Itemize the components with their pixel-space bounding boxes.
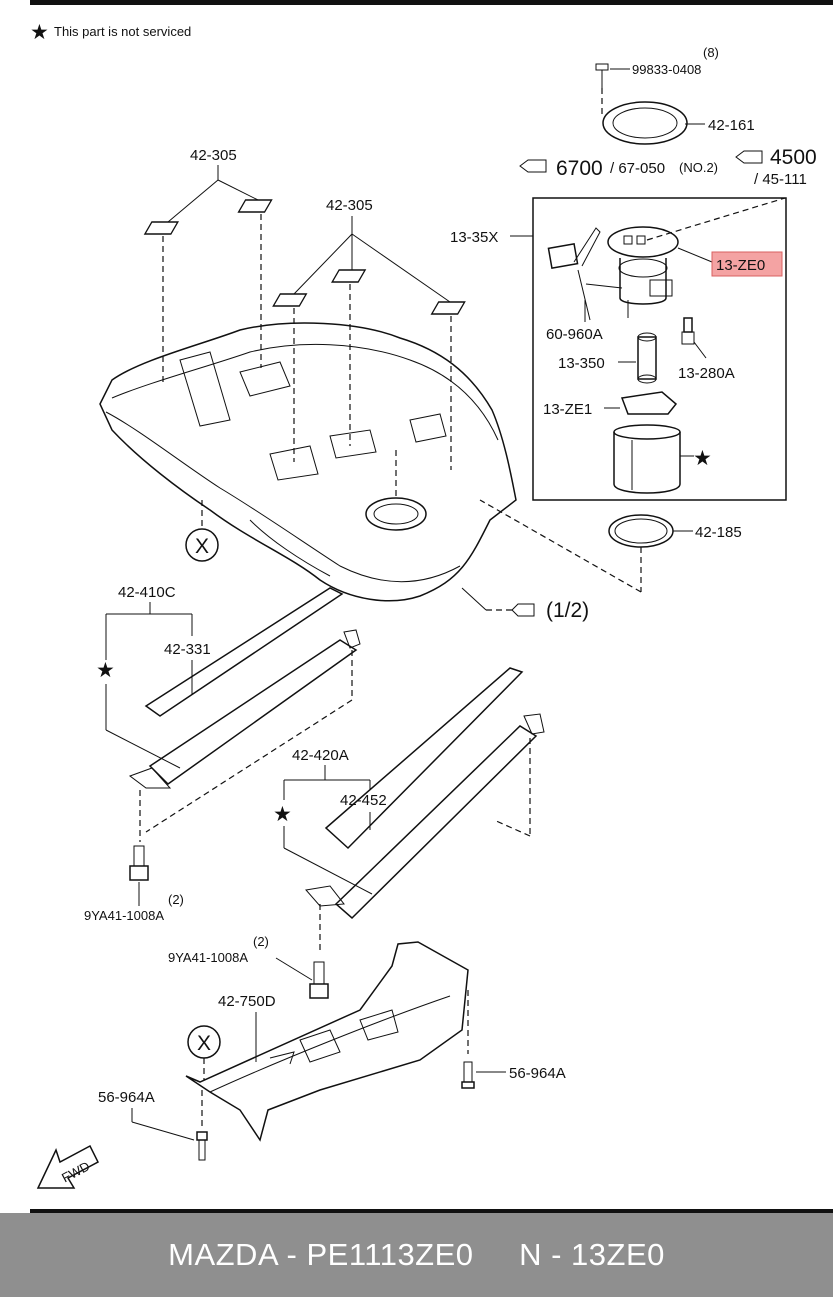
legend-text: This part is not serviced [54, 24, 191, 39]
heat-shield-icon [185, 941, 469, 1142]
label-fwd: FWD [59, 1158, 92, 1185]
label-ref-67050: / 67-050 [610, 160, 665, 177]
bolt-left-icon [129, 845, 149, 881]
bolt-mid-icon [309, 961, 329, 999]
strap-right-star-icon: ★ [273, 803, 292, 826]
pad-icon-5 [430, 301, 466, 315]
label-bolt-left-qty: (2) [168, 892, 184, 907]
label-bolt-qty: (8) [703, 45, 719, 60]
label-shield: 42-750D [218, 993, 276, 1010]
label-clip-right: 56-964A [509, 1065, 566, 1082]
pump-flange-icon [607, 197, 786, 318]
fwd-arrow-icon [36, 1144, 99, 1189]
label-pad-right: 42-305 [326, 197, 373, 214]
top-rule [30, 0, 833, 5]
circle-x-marker-top [185, 528, 219, 562]
label-tank-ref: (1/2) [546, 599, 589, 622]
sender-unit-icon [547, 227, 623, 321]
pump-assembly-frame [532, 197, 787, 501]
bottom-rule [30, 1209, 833, 1213]
ref-arrow-icon-6700 [519, 159, 547, 173]
fuel-tank-icon [99, 322, 517, 602]
retaining-ring-icon [602, 101, 688, 145]
footer-part-number: MAZDA - PE1113ZE0 N - 13ZE0 [168, 1237, 665, 1272]
clip-left-icon [196, 1131, 208, 1161]
label-bolt: 99833-0408 [632, 62, 701, 77]
pad-icon-1 [143, 221, 180, 235]
label-pad-left: 42-305 [190, 147, 237, 164]
label-bolt-mid: 9YA41-1008A [168, 950, 248, 965]
pad-icon-2 [237, 199, 273, 213]
strap-right-icon [305, 667, 545, 920]
label-valve: 13-280A [678, 365, 735, 382]
label-sender: 60-960A [546, 326, 603, 343]
seal-ring-icon [608, 514, 674, 548]
label-ref-45111: / 45-111 [754, 171, 807, 188]
label-pump-assy: 13-35X [450, 229, 498, 246]
ref-arrow-icon-4500 [735, 150, 763, 164]
pressure-valve-icon [681, 317, 695, 345]
label-ref-no2: (NO.2) [679, 160, 718, 175]
label-ring-top: 42-161 [708, 117, 755, 134]
label-circle-x-top: X [195, 535, 209, 558]
label-highlighted-part: 13-ZE0 [716, 257, 765, 274]
bolt-99833-icon [595, 63, 609, 88]
label-seal: 42-185 [695, 524, 742, 541]
label-bolt-left: 9YA41-1008A [84, 908, 164, 923]
footer-bar: MAZDA - PE1113ZE0 N - 13ZE0 [0, 1213, 833, 1297]
label-strap-left: 42-410C [118, 584, 176, 601]
label-clip-left: 56-964A [98, 1089, 155, 1106]
label-circle-x-bottom: X [197, 1032, 211, 1055]
label-bracket: 13-ZE1 [543, 401, 592, 418]
label-bolt-mid-qty: (2) [253, 934, 269, 949]
clip-right-icon [461, 1061, 475, 1089]
exploded-parts-diagram: ★ This part is not serviced (8) 99833-04… [30, 21, 817, 1189]
cup-star-icon: ★ [693, 447, 712, 470]
pump-bracket-icon [620, 391, 678, 415]
label-ref-6700: 6700 [556, 157, 603, 180]
reservoir-cup-icon [613, 424, 681, 494]
strap-left-star-icon: ★ [96, 659, 115, 682]
legend-star-icon: ★ [30, 21, 49, 44]
label-ref-4500: 4500 [770, 146, 817, 169]
strap-left-icon [128, 587, 361, 789]
label-filter: 13-350 [558, 355, 605, 372]
ref-arrow-icon-tank [486, 603, 535, 617]
highlight-box [711, 251, 783, 277]
label-strap-left-pad: 42-331 [164, 641, 211, 658]
fuel-filter-icon [637, 332, 657, 384]
label-strap-right: 42-420A [292, 747, 349, 764]
pad-icon-4 [331, 269, 367, 283]
pad-icon-3 [272, 293, 308, 307]
